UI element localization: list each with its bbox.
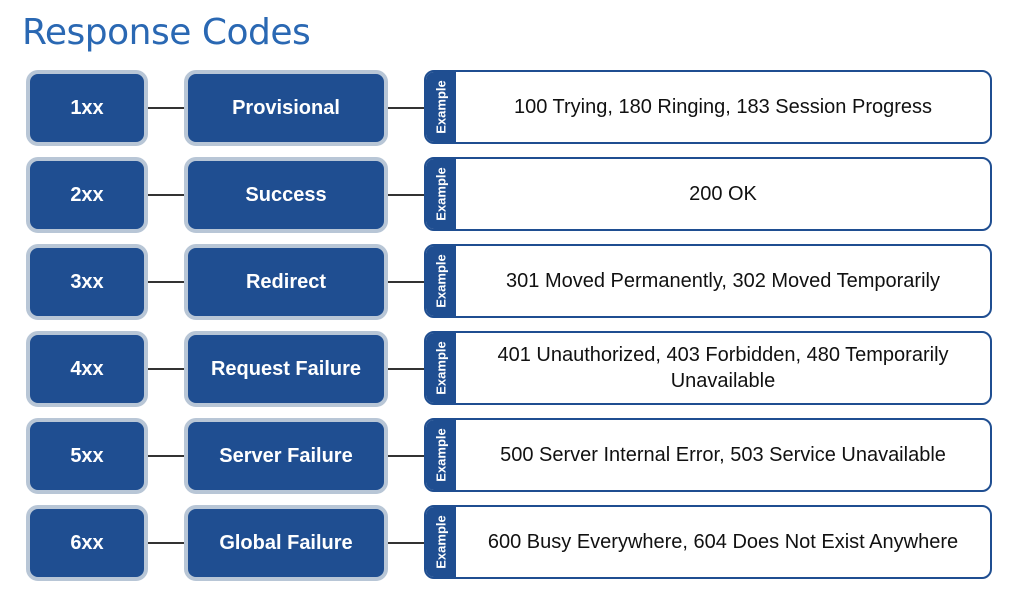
example-tab-label: Example bbox=[433, 167, 449, 221]
example-tab: Example bbox=[426, 333, 456, 403]
category-box: Server Failure bbox=[184, 418, 388, 494]
connector-line bbox=[388, 455, 426, 457]
example-tab: Example bbox=[426, 420, 456, 490]
example-tab-label: Example bbox=[433, 80, 449, 134]
response-row-5xx: 5xx Server Failure Example 500 Server In… bbox=[0, 418, 1031, 494]
example-text: 200 OK bbox=[689, 183, 757, 205]
response-row-4xx: 4xx Request Failure Example 401 Unauthor… bbox=[0, 331, 1031, 407]
code-box: 6xx bbox=[26, 505, 148, 581]
example-box: Example 100 Trying, 180 Ringing, 183 Ses… bbox=[424, 70, 992, 144]
response-row-1xx: 1xx Provisional Example 100 Trying, 180 … bbox=[0, 70, 1031, 146]
connector-line bbox=[388, 107, 426, 109]
code-box: 5xx bbox=[26, 418, 148, 494]
code-box: 2xx bbox=[26, 157, 148, 233]
page-title: Response Codes bbox=[22, 12, 311, 53]
code-box: 4xx bbox=[26, 331, 148, 407]
category-box: Request Failure bbox=[184, 331, 388, 407]
code-box: 3xx bbox=[26, 244, 148, 320]
example-tab-label: Example bbox=[433, 515, 449, 569]
connector-line bbox=[388, 542, 426, 544]
connector-line bbox=[148, 455, 186, 457]
example-tab: Example bbox=[426, 72, 456, 142]
example-tab-label: Example bbox=[433, 428, 449, 482]
example-box: Example 401 Unauthorized, 403 Forbidden,… bbox=[424, 331, 992, 405]
example-text: 600 Busy Everywhere, 604 Does Not Exist … bbox=[487, 531, 959, 553]
example-box: Example 301 Moved Permanently, 302 Moved… bbox=[424, 244, 992, 318]
response-row-6xx: 6xx Global Failure Example 600 Busy Ever… bbox=[0, 505, 1031, 581]
category-box: Provisional bbox=[184, 70, 388, 146]
category-box: Redirect bbox=[184, 244, 388, 320]
connector-line bbox=[148, 107, 186, 109]
example-text: 301 Moved Permanently, 302 Moved Tempora… bbox=[506, 270, 940, 292]
category-box: Global Failure bbox=[184, 505, 388, 581]
example-tab-label: Example bbox=[433, 254, 449, 308]
example-text: 500 Server Internal Error, 503 Service U… bbox=[500, 444, 946, 466]
example-box: Example 500 Server Internal Error, 503 S… bbox=[424, 418, 992, 492]
example-tab: Example bbox=[426, 507, 456, 577]
connector-line bbox=[388, 194, 426, 196]
connector-line bbox=[148, 281, 186, 283]
code-box: 1xx bbox=[26, 70, 148, 146]
example-tab: Example bbox=[426, 246, 456, 316]
response-row-2xx: 2xx Success Example 200 OK bbox=[0, 157, 1031, 233]
example-box: Example 600 Busy Everywhere, 604 Does No… bbox=[424, 505, 992, 579]
example-box: Example 200 OK bbox=[424, 157, 992, 231]
example-tab-label: Example bbox=[433, 341, 449, 395]
example-text: 401 Unauthorized, 403 Forbidden, 480 Tem… bbox=[497, 344, 949, 392]
connector-line bbox=[388, 281, 426, 283]
connector-line bbox=[148, 542, 186, 544]
example-text: 100 Trying, 180 Ringing, 183 Session Pro… bbox=[513, 96, 933, 118]
connector-line bbox=[148, 194, 186, 196]
category-box: Success bbox=[184, 157, 388, 233]
example-tab: Example bbox=[426, 159, 456, 229]
connector-line bbox=[388, 368, 426, 370]
connector-line bbox=[148, 368, 186, 370]
response-row-3xx: 3xx Redirect Example 301 Moved Permanent… bbox=[0, 244, 1031, 320]
